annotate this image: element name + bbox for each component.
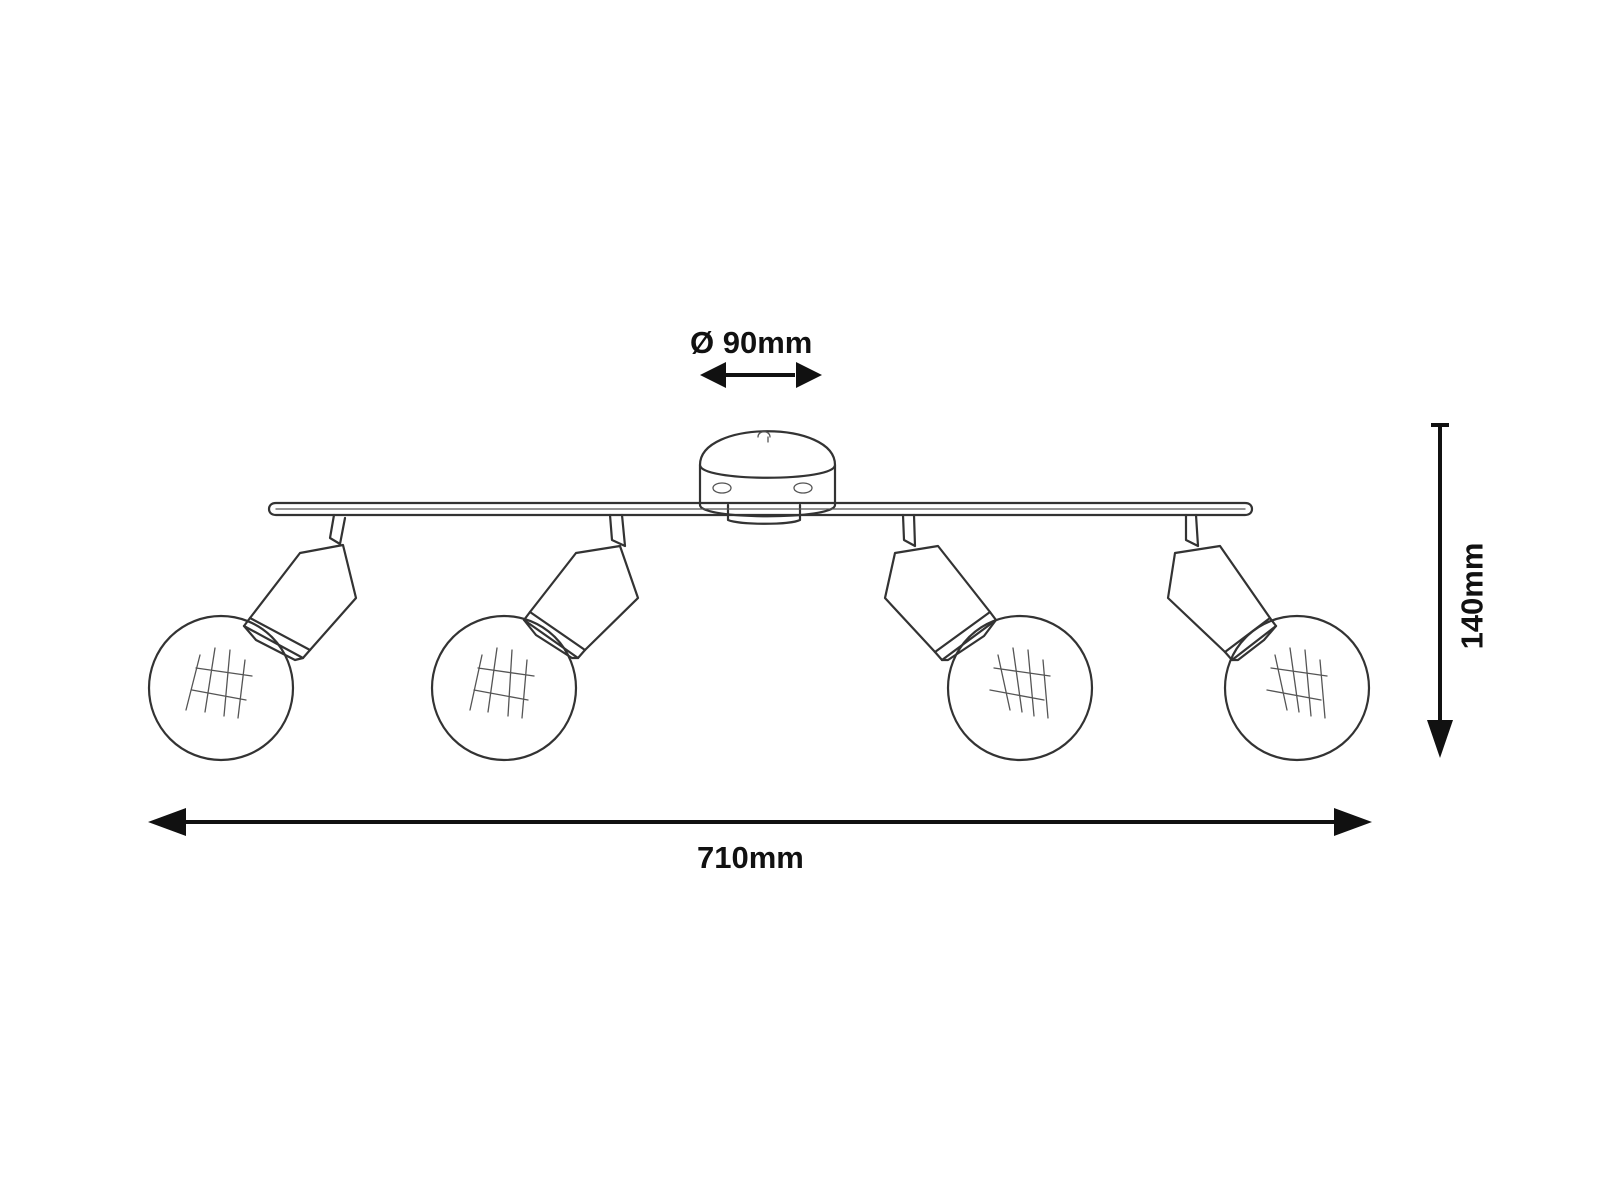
overall-width-label: 710mm bbox=[697, 840, 804, 875]
overall-height-label: 140mm bbox=[1454, 542, 1490, 650]
spotlight-3 bbox=[883, 513, 1094, 762]
canopy-diameter-label: Ø 90mm bbox=[690, 325, 813, 360]
width-dimension-arrow bbox=[148, 808, 1372, 836]
spotlight-4 bbox=[1166, 513, 1371, 762]
spotlight-1 bbox=[147, 513, 358, 762]
height-dimension-arrow bbox=[1427, 423, 1453, 758]
canopy-diameter-arrow bbox=[700, 362, 822, 388]
mounting-bar bbox=[267, 501, 1254, 517]
canopy bbox=[698, 430, 837, 525]
spotlight-2 bbox=[430, 513, 640, 762]
